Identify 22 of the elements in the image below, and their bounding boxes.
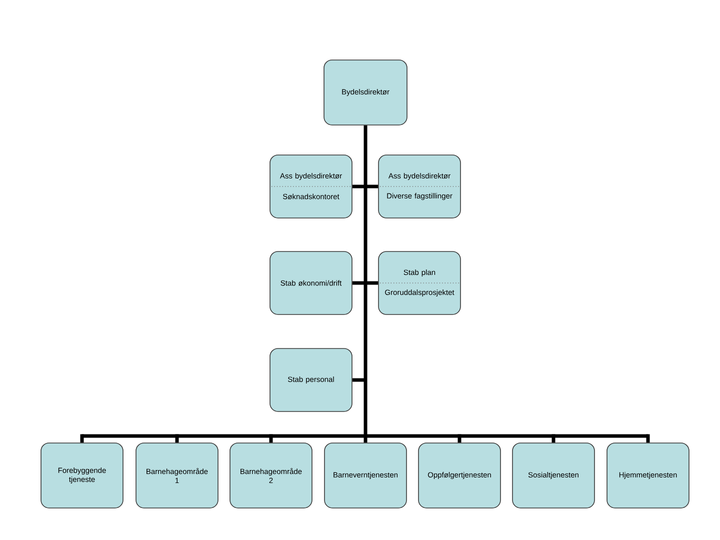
connector-line <box>352 281 366 285</box>
connector-line <box>458 434 462 443</box>
connector-line <box>366 434 460 438</box>
connector-line <box>366 184 378 188</box>
connector-line <box>364 380 368 436</box>
connector-line <box>80 434 84 443</box>
connector-line <box>364 283 368 380</box>
connector-line <box>460 434 554 438</box>
connector-line <box>364 186 368 283</box>
connector-line <box>366 281 378 285</box>
connector-line <box>552 434 556 443</box>
connector-line <box>352 378 366 382</box>
connector-line <box>554 434 648 438</box>
connector-line <box>364 436 368 443</box>
connector-line <box>364 125 368 186</box>
connector-line <box>646 434 650 443</box>
connector-line <box>82 434 177 438</box>
connector-line <box>177 434 271 438</box>
connector-line <box>271 434 366 438</box>
connector-line <box>269 434 273 443</box>
connector-line <box>352 184 366 188</box>
connector-line <box>175 434 179 443</box>
